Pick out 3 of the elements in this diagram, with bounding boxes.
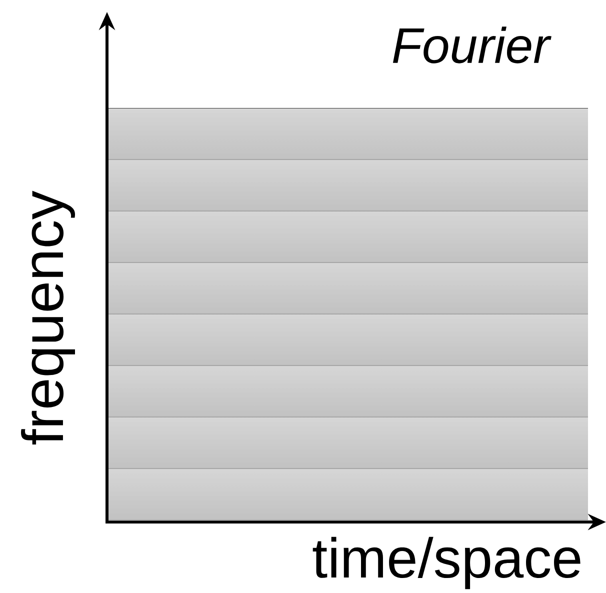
axis-label: time/space	[312, 536, 580, 590]
axis-label: frequency	[21, 190, 75, 445]
chart-title: Fourier	[392, 26, 552, 64]
